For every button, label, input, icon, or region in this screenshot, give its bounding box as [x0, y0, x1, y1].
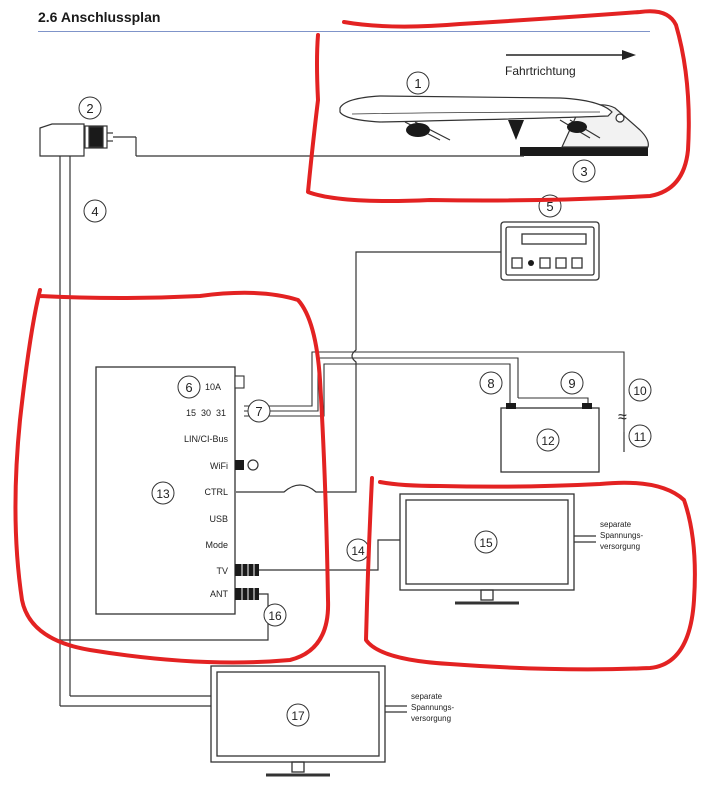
- supply-note-2-line-3: versorgung: [411, 714, 451, 723]
- cable-junction-box: [39, 123, 113, 157]
- direction-arrow: [506, 50, 636, 60]
- svg-text:9: 9: [568, 376, 575, 391]
- port-label-ant: ANT: [210, 589, 229, 599]
- svg-text:1: 1: [414, 76, 421, 91]
- svg-text:14: 14: [351, 544, 365, 558]
- annotation-monitor-loop: [364, 476, 697, 672]
- annotation-receiver-loop: [13, 288, 331, 665]
- power-terminal-labels: 15 30 31: [186, 408, 226, 418]
- callout-14: 14: [346, 538, 370, 562]
- supply-note-1-line-1: separate: [600, 520, 632, 529]
- svg-text:7: 7: [255, 404, 262, 419]
- svg-text:2: 2: [86, 101, 93, 116]
- callout-8: 8: [479, 371, 503, 395]
- callout-17: 17: [286, 703, 310, 727]
- svg-text:4: 4: [91, 204, 98, 219]
- satellite-antenna: [339, 95, 649, 156]
- svg-text:6: 6: [185, 380, 192, 395]
- antenna-coax-cable: [113, 136, 524, 157]
- callout-10: 10: [628, 378, 652, 402]
- callout-1: 1: [406, 71, 430, 95]
- supply-note-2-line-2: Spannungs-: [411, 703, 454, 712]
- port-label-ctrl: CTRL: [204, 487, 228, 497]
- satellite-receiver: [95, 366, 259, 615]
- callout-13: 13: [151, 481, 175, 505]
- approx-symbol: ≈: [618, 409, 627, 426]
- callout-7: 7: [247, 399, 271, 423]
- port-label-usb: USB: [209, 514, 228, 524]
- port-label-tv: TV: [216, 566, 228, 576]
- svg-text:12: 12: [541, 434, 555, 448]
- supply-note-2-line-1: separate: [411, 692, 443, 701]
- tv-cable: [259, 539, 400, 571]
- svg-text:8: 8: [487, 376, 494, 391]
- callout-11: 11: [628, 424, 652, 448]
- callout-16: 16: [263, 603, 287, 627]
- callout-15: 15: [474, 530, 498, 554]
- fuse-label: 10A: [205, 382, 221, 392]
- callout-6: 6: [177, 375, 201, 399]
- supply-note-1-line-2: Spannungs-: [600, 531, 643, 540]
- callout-12: 12: [536, 428, 560, 452]
- monitor-secondary: [210, 665, 407, 777]
- red-annotations: [13, 9, 697, 672]
- control-panel-cable: [236, 251, 501, 493]
- svg-text:10: 10: [633, 384, 647, 398]
- svg-text:15: 15: [479, 536, 493, 550]
- callouts: 1 2 3 4 5 6 7 8 9 10 11 12 13 14 15 16 1…: [78, 71, 652, 727]
- title-rule: [38, 31, 650, 32]
- vertical-cable-duct: [59, 156, 213, 707]
- page-title: 2.6 Anschlussplan: [38, 9, 161, 25]
- control-panel: [500, 221, 600, 281]
- callout-9: 9: [560, 371, 584, 395]
- port-label-lin-ci-bus: LIN/CI-Bus: [184, 434, 229, 444]
- direction-label: Fahrtrichtung: [505, 64, 576, 78]
- callout-3: 3: [572, 159, 596, 183]
- callout-4: 4: [83, 199, 107, 223]
- svg-text:17: 17: [291, 709, 305, 723]
- svg-text:11: 11: [634, 430, 647, 444]
- supply-note-1-line-3: versorgung: [600, 542, 640, 551]
- port-label-mode: Mode: [205, 540, 228, 550]
- annotation-antenna-loop: [306, 9, 691, 203]
- svg-text:16: 16: [268, 609, 282, 623]
- svg-text:3: 3: [580, 164, 587, 179]
- svg-text:5: 5: [546, 199, 553, 214]
- callout-2: 2: [78, 96, 102, 120]
- svg-text:13: 13: [156, 487, 170, 501]
- monitor-primary: [399, 493, 596, 605]
- port-label-wifi: WiFi: [210, 461, 228, 471]
